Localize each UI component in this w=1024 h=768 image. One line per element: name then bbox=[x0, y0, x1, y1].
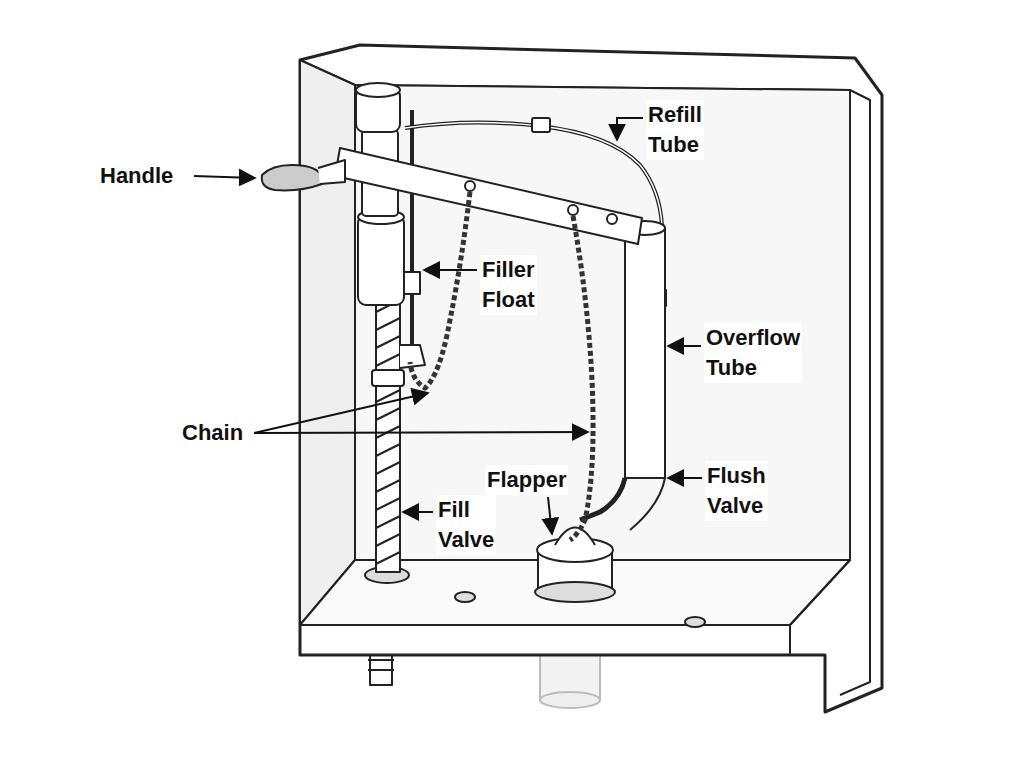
refill-clip bbox=[532, 118, 550, 132]
float-arm bbox=[400, 345, 425, 368]
part-label: Refill Tube bbox=[646, 100, 704, 160]
filler-float-cup bbox=[358, 215, 404, 305]
float-clip bbox=[404, 272, 420, 294]
part-label: Handle bbox=[98, 161, 175, 191]
leader-lines bbox=[194, 118, 702, 534]
fill-valve-cap-top bbox=[356, 83, 400, 97]
part-label: Chain bbox=[180, 418, 245, 448]
leader-line bbox=[617, 118, 643, 140]
overflow-tube bbox=[625, 228, 665, 478]
tank-housing bbox=[300, 45, 882, 712]
flush-valve-body bbox=[630, 478, 665, 530]
leader-line bbox=[254, 432, 588, 433]
trip-lever bbox=[335, 148, 642, 244]
leader-line bbox=[194, 176, 255, 178]
tank-bolt bbox=[685, 617, 705, 627]
tank-back-wall bbox=[355, 85, 850, 560]
flapper-chain bbox=[570, 216, 593, 540]
lever-hole bbox=[607, 214, 617, 224]
lever-hole bbox=[465, 181, 475, 191]
float-chain bbox=[410, 192, 470, 388]
flush-handle bbox=[262, 165, 323, 190]
tank-left-wall bbox=[300, 60, 355, 625]
tank-bolt bbox=[455, 592, 475, 602]
part-label: Flapper bbox=[485, 465, 568, 495]
lever-hole bbox=[568, 205, 578, 215]
float-rod bbox=[410, 110, 414, 360]
leader-line bbox=[424, 269, 477, 271]
part-label: Fill Valve bbox=[436, 495, 496, 555]
part-label: Filler Float bbox=[480, 255, 537, 315]
leader-line bbox=[254, 393, 428, 433]
leader-line bbox=[668, 345, 701, 347]
handle-mount bbox=[318, 160, 345, 184]
drain-pipe-end bbox=[540, 692, 600, 708]
flush-valve-gasket bbox=[535, 582, 615, 602]
part-label: Overflow Tube bbox=[704, 323, 802, 383]
tank-rim bbox=[300, 60, 870, 695]
part-label: Flush Valve bbox=[705, 461, 768, 521]
fill-valve-shank bbox=[376, 300, 400, 572]
leader-line bbox=[668, 477, 702, 479]
fill-valve-collar bbox=[372, 370, 404, 386]
leader-line bbox=[403, 511, 433, 513]
leader-line bbox=[548, 497, 552, 534]
